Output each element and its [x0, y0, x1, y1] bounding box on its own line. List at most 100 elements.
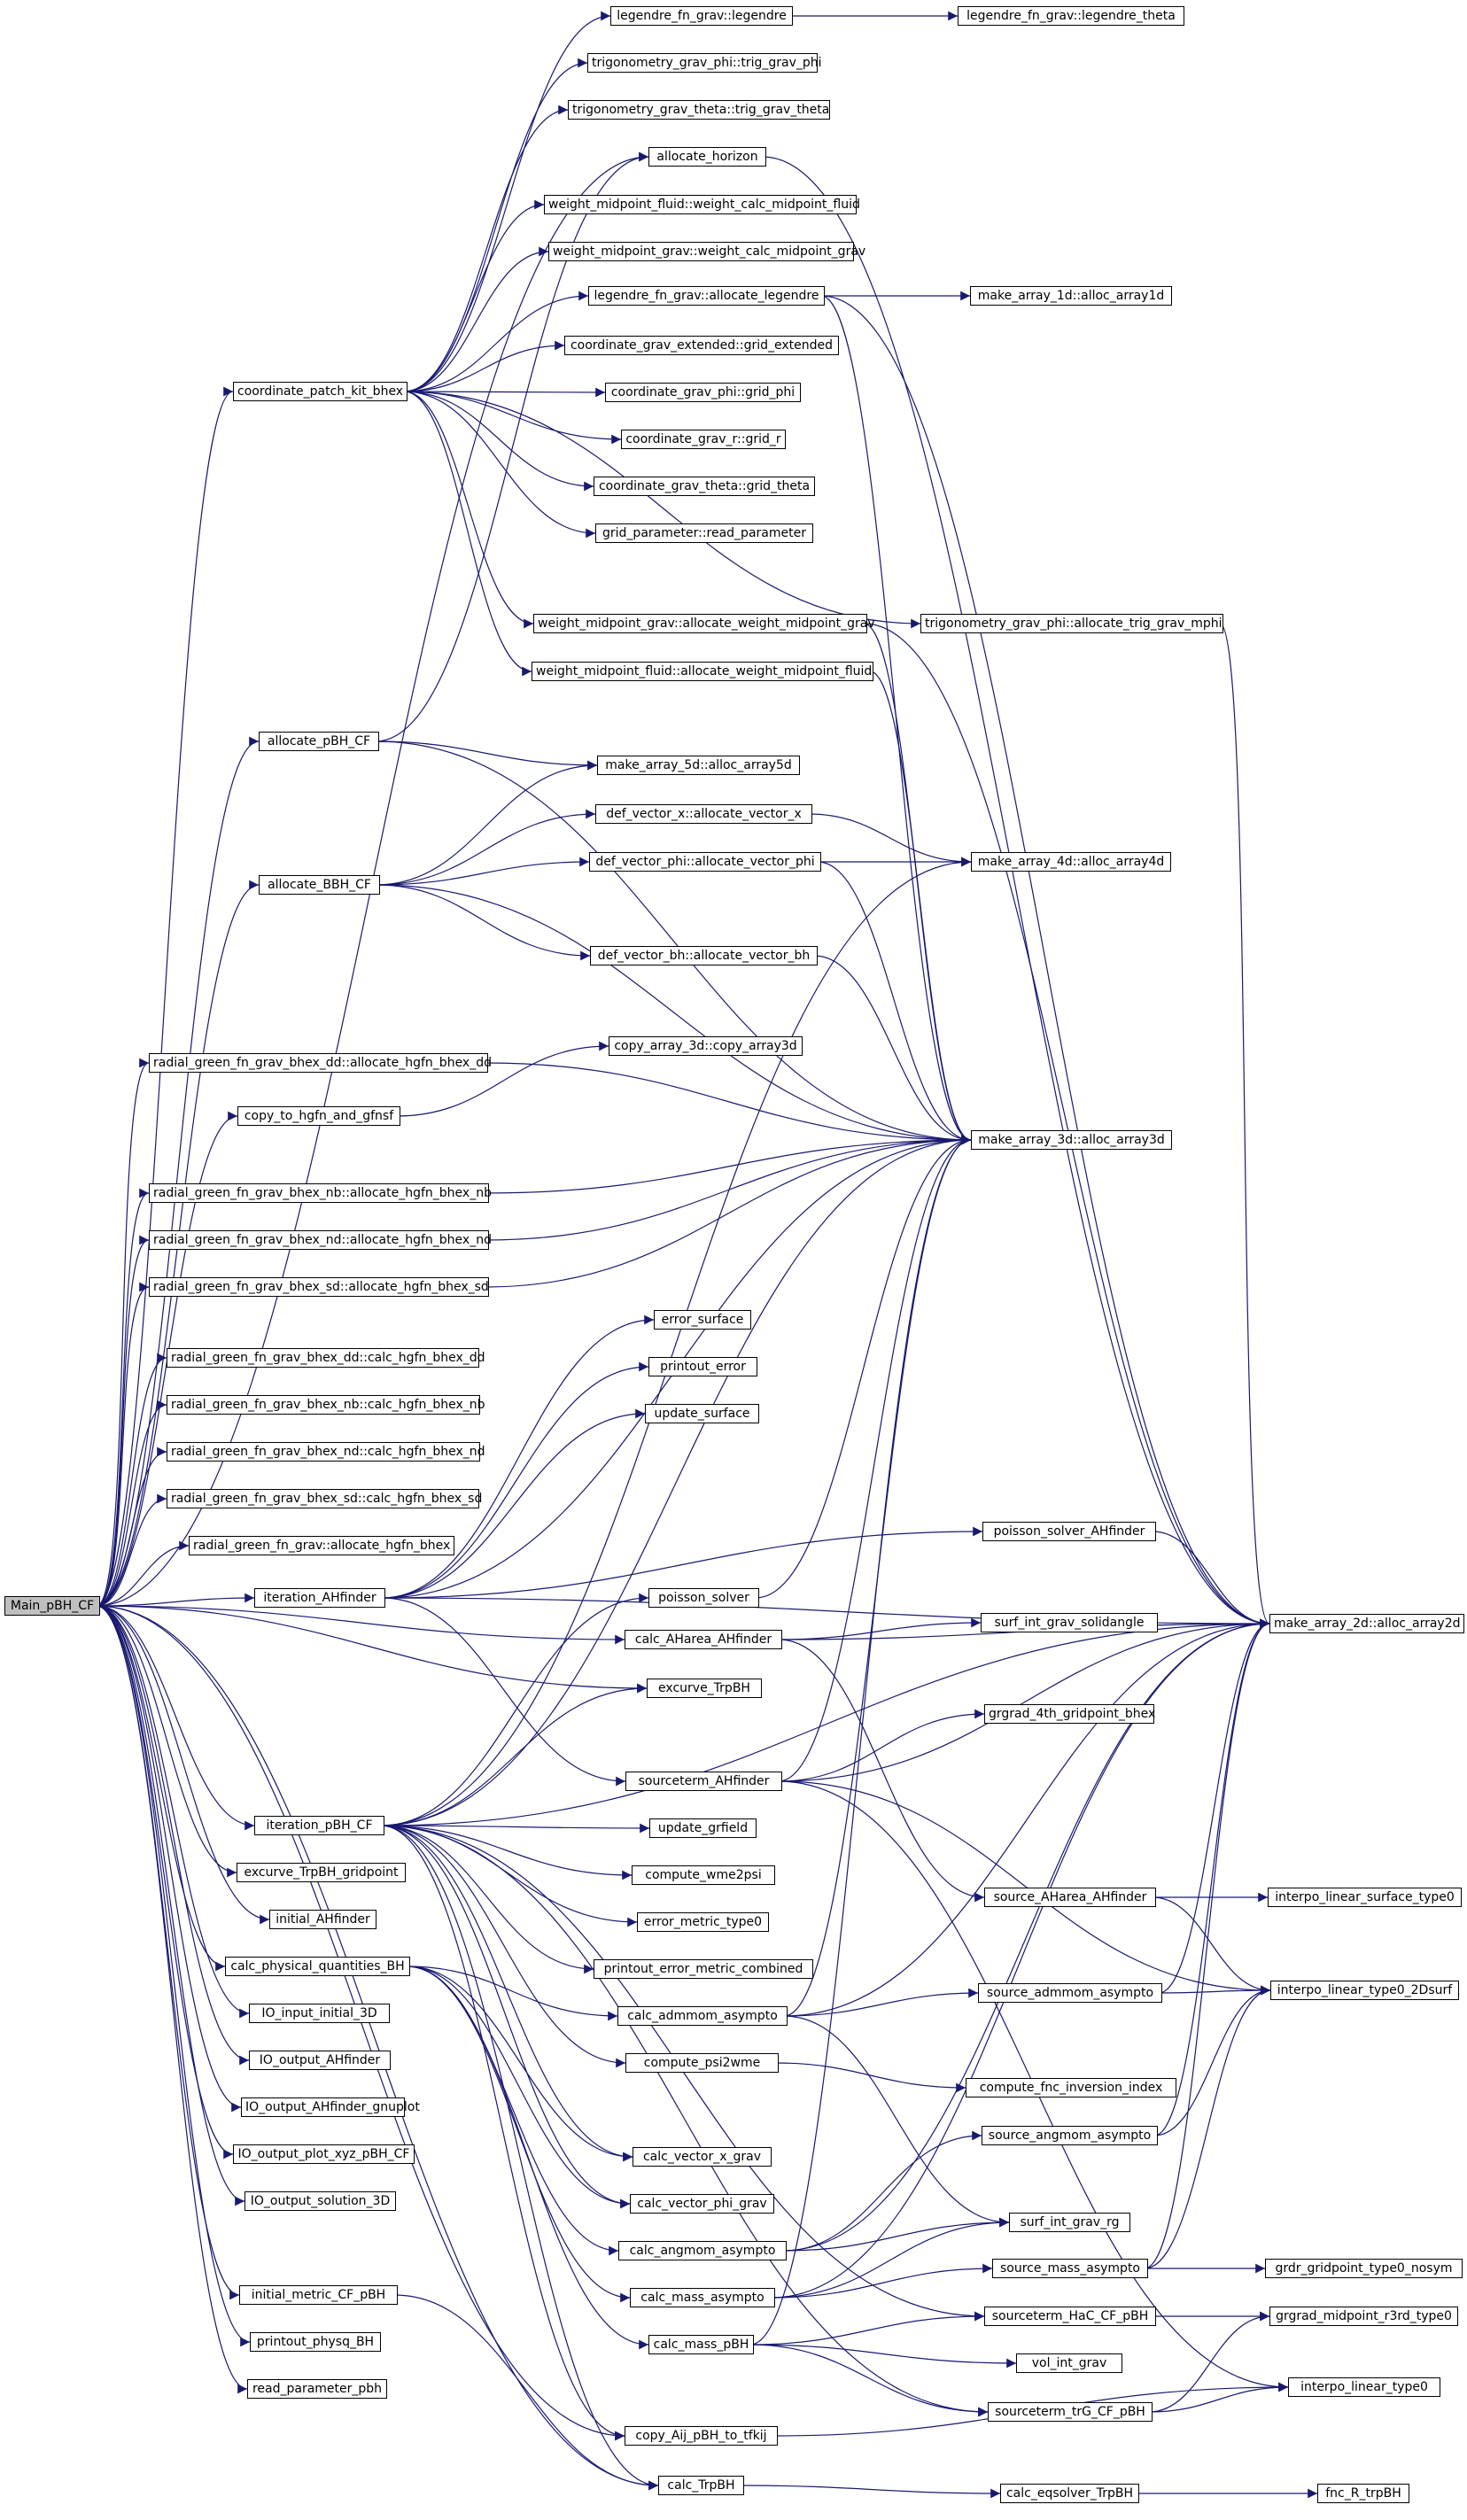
node-interp-surf[interactable]: interpo_linear_surface_type0 — [1268, 1888, 1462, 1907]
node-rg-nb-alloc[interactable]: radial_green_fn_grav_bhex_nb::allocate_h… — [149, 1183, 492, 1203]
node-main[interactable]: Main_pBH_CF — [4, 1596, 100, 1616]
node-rg-nb-calc[interactable]: radial_green_fn_grav_bhex_nb::calc_hgfn_… — [167, 1395, 485, 1415]
node-calc-angmom[interactable]: calc_angmom_asympto — [618, 2241, 787, 2260]
node-src-mass[interactable]: source_mass_asympto — [992, 2259, 1148, 2278]
node-rg-alloc[interactable]: radial_green_fn_grav::allocate_hgfn_bhex — [189, 1536, 454, 1555]
node-vec-bh[interactable]: def_vector_bh::allocate_vector_bh — [590, 946, 818, 965]
node-sourceterm-ah[interactable]: sourceterm_AHfinder — [625, 1772, 782, 1791]
edge-poisson-ah-to-alloc2d — [1152, 1531, 1270, 1629]
node-calc-trpbh[interactable]: calc_TrpBH — [658, 2476, 744, 2495]
node-calc-vec-x[interactable]: calc_vector_x_grav — [633, 2147, 772, 2167]
edge-calc-aharea-to-surf-solid — [778, 1617, 982, 1640]
node-srcterm-trg[interactable]: sourceterm_trG_CF_pBH — [988, 2402, 1153, 2422]
node-src-angmom[interactable]: source_angmom_asympto — [982, 2126, 1158, 2145]
node-wm-alloc-fluid[interactable]: weight_midpoint_fluid::allocate_weight_m… — [532, 662, 873, 681]
node-alloc1d[interactable]: make_array_1d::alloc_array1d — [970, 286, 1172, 306]
node-io-plot[interactable]: IO_output_plot_xyz_pBH_CF — [233, 2144, 415, 2164]
node-calc-phys[interactable]: calc_physical_quantities_BH — [225, 1957, 410, 1976]
node-read-param[interactable]: read_parameter_pbh — [247, 2379, 387, 2399]
node-io-sol[interactable]: IO_output_solution_3D — [244, 2191, 396, 2211]
edge-iter-pbh-to-wme2psi — [380, 1825, 633, 1880]
node-alloc4d[interactable]: make_array_4d::alloc_array4d — [971, 852, 1171, 872]
node-interp-lin[interactable]: interpo_linear_type0 — [1288, 2377, 1440, 2397]
node-copy-aij[interactable]: copy_Aij_pBH_to_tfkij — [625, 2426, 778, 2446]
node-printout-physq[interactable]: printout_physq_BH — [250, 2332, 381, 2352]
node-trig-alloc[interactable]: trigonometry_grav_phi::allocate_trig_gra… — [920, 614, 1223, 633]
node-wm-grav[interactable]: weight_midpoint_grav::weight_calc_midpoi… — [548, 242, 865, 261]
node-rg-nd-alloc[interactable]: radial_green_fn_grav_bhex_nd::allocate_h… — [149, 1230, 492, 1250]
node-vec-phi[interactable]: def_vector_phi::allocate_vector_phi — [589, 852, 821, 872]
node-iter-ah[interactable]: iteration_AHfinder — [254, 1588, 385, 1608]
node-exc-grid[interactable]: excurve_TrpBH_gridpoint — [237, 1863, 406, 1882]
node-leg-alloc[interactable]: legendre_fn_grav::allocate_legendre — [588, 286, 825, 306]
node-io-out-ah-gp[interactable]: IO_output_AHfinder_gnuplot — [241, 2097, 420, 2117]
node-alloc-bbh[interactable]: allocate_BBH_CF — [259, 875, 380, 895]
node-vol-int[interactable]: vol_int_grav — [1016, 2353, 1122, 2373]
node-psi2wme[interactable]: compute_psi2wme — [625, 2053, 779, 2073]
node-calc-vec-phi[interactable]: calc_vector_phi_grav — [630, 2194, 774, 2214]
node-poisson[interactable]: poisson_solver — [648, 1588, 759, 1608]
node-init-metric[interactable]: initial_metric_CF_pBH — [239, 2285, 398, 2305]
node-leg-legendre[interactable]: legendre_fn_grav::legendre — [610, 6, 793, 26]
edge-calc-trpbh-to-eqsolver — [740, 2485, 1001, 2499]
node-coord-kit[interactable]: coordinate_patch_kit_bhex — [233, 382, 408, 401]
node-grid-ext[interactable]: coordinate_grav_extended::grid_extended — [564, 336, 839, 355]
edge-main-to-rg-alloc — [96, 1540, 190, 1607]
node-error-surface[interactable]: error_surface — [654, 1310, 751, 1330]
node-trig-phi[interactable]: trigonometry_grav_phi::trig_grav_phi — [587, 53, 822, 73]
node-leg-theta[interactable]: legendre_fn_grav::legendre_theta — [958, 6, 1184, 26]
node-src-admmom[interactable]: source_admmom_asympto — [978, 1983, 1162, 2003]
node-copy3d[interactable]: copy_array_3d::copy_array3d — [609, 1036, 803, 1056]
node-io-init3d[interactable]: IO_input_initial_3D — [249, 2004, 390, 2023]
node-grid-phi[interactable]: coordinate_grav_phi::grid_phi — [605, 383, 801, 402]
node-fnc-r[interactable]: fnc_R_trpBH — [1317, 2484, 1409, 2503]
node-interp-2d[interactable]: interpo_linear_type0_2Dsurf — [1270, 1981, 1459, 2000]
node-iter-pbh[interactable]: iteration_pBH_CF — [254, 1816, 384, 1835]
node-init-ah[interactable]: initial_AHfinder — [269, 1910, 376, 1929]
edge-alloc-bbh-to-vec-bh — [376, 884, 591, 961]
node-alloc3d[interactable]: make_array_3d::alloc_array3d — [971, 1130, 1172, 1150]
node-excurve[interactable]: excurve_TrpBH — [647, 1679, 762, 1698]
node-fnc-inv[interactable]: compute_fnc_inversion_index — [966, 2078, 1176, 2097]
node-calc-aharea[interactable]: calc_AHarea_AHfinder — [625, 1630, 782, 1649]
node-wme2psi[interactable]: compute_wme2psi — [632, 1865, 775, 1885]
node-alloc-horizon[interactable]: allocate_horizon — [648, 147, 766, 167]
node-src-aharea[interactable]: source_AHarea_AHfinder — [984, 1888, 1156, 1907]
node-rg-nd-calc[interactable]: radial_green_fn_grav_bhex_nd::calc_hgfn_… — [167, 1442, 485, 1462]
node-io-out-ah[interactable]: IO_output_AHfinder — [249, 2051, 391, 2070]
edge-src-admmom-to-interp-2d — [1158, 1985, 1271, 1996]
node-err-metric[interactable]: error_metric_type0 — [637, 1912, 769, 1932]
node-read-parameter[interactable]: grid_parameter::read_parameter — [595, 523, 813, 543]
node-rg-dd-alloc[interactable]: radial_green_fn_grav_bhex_dd::allocate_h… — [149, 1053, 492, 1073]
node-wm-fluid[interactable]: weight_midpoint_fluid::weight_calc_midpo… — [544, 195, 860, 214]
node-grid-r[interactable]: coordinate_grav_r::grid_r — [621, 430, 786, 449]
node-update-grfield[interactable]: update_grfield — [649, 1818, 757, 1838]
node-grgrad4[interactable]: grgrad_4th_gridpoint_bhex — [984, 1704, 1155, 1724]
node-wm-alloc-grav[interactable]: weight_midpoint_grav::allocate_weight_mi… — [533, 614, 875, 633]
node-eqsolver[interactable]: calc_eqsolver_TrpBH — [1000, 2484, 1139, 2503]
node-calc-mass-asym[interactable]: calc_mass_asympto — [630, 2288, 775, 2307]
node-printout-err-comb[interactable]: printout_error_metric_combined — [594, 1959, 813, 1979]
node-alloc-pbh[interactable]: allocate_pBH_CF — [259, 732, 379, 751]
node-alloc5d[interactable]: make_array_5d::alloc_array5d — [597, 756, 800, 775]
node-surf-solid[interactable]: surf_int_grav_solidangle — [981, 1613, 1158, 1632]
node-rg-dd-calc[interactable]: radial_green_fn_grav_bhex_dd::calc_hgfn_… — [167, 1348, 485, 1368]
node-calc-admmom[interactable]: calc_admmom_asympto — [617, 2006, 788, 2026]
node-poisson-ah[interactable]: poisson_solver_AHfinder — [982, 1522, 1156, 1541]
node-grdr[interactable]: grdr_gridpoint_type0_nosym — [1265, 2259, 1463, 2278]
node-rg-sd-alloc[interactable]: radial_green_fn_grav_bhex_sd::allocate_h… — [149, 1277, 489, 1297]
node-grgrad-mid[interactable]: grgrad_midpoint_r3rd_type0 — [1269, 2307, 1458, 2326]
node-vec-x[interactable]: def_vector_x::allocate_vector_x — [595, 804, 812, 824]
node-grid-theta[interactable]: coordinate_grav_theta::grid_theta — [594, 477, 815, 496]
node-printout-error[interactable]: printout_error — [648, 1357, 757, 1376]
edge-coord-kit-to-trig-theta — [403, 105, 569, 392]
node-rg-sd-calc[interactable]: radial_green_fn_grav_bhex_sd::calc_hgfn_… — [167, 1489, 482, 1508]
node-trig-theta[interactable]: trigonometry_grav_theta::trig_grav_theta — [568, 100, 830, 120]
node-alloc2d[interactable]: make_array_2d::alloc_array2d — [1269, 1614, 1464, 1633]
node-calc-mass-pbh[interactable]: calc_mass_pBH — [648, 2335, 754, 2354]
node-update-surface[interactable]: update_surface — [645, 1404, 759, 1423]
edge-alloc-pbh-to-alloc-horizon — [375, 151, 649, 742]
node-copy-hgfn[interactable]: copy_to_hgfn_and_gfnsf — [237, 1106, 400, 1126]
node-srcterm-hac[interactable]: sourceterm_HaC_CF_pBH — [984, 2307, 1156, 2326]
node-surf-rg[interactable]: surf_int_grav_rg — [1009, 2213, 1130, 2232]
